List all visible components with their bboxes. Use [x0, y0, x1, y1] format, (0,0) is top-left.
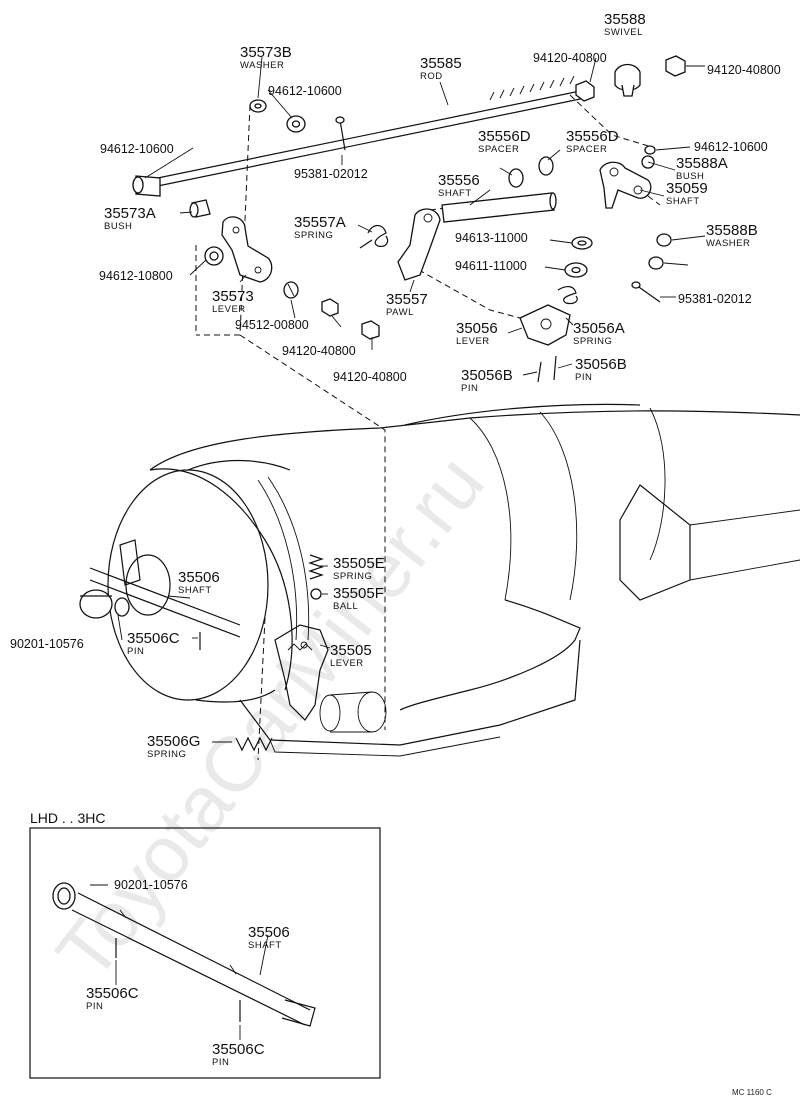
part-number-p94120_a: 94120-40800: [533, 51, 607, 65]
part-number-p35588: 35588: [604, 11, 646, 28]
part-name-p35059: SHAFT: [666, 196, 700, 207]
part-number-p35557A: 35557A: [294, 214, 346, 231]
part-name-p35556D_b: SPACER: [566, 144, 607, 155]
part-name-p35588B: WASHER: [706, 238, 750, 249]
part-name-p35505F: BALL: [333, 601, 358, 612]
part-number-p35588A: 35588A: [676, 155, 728, 172]
part-number-p35573: 35573: [212, 288, 254, 305]
transmission-case: [107, 403, 800, 757]
part-name-p35505: LEVER: [330, 658, 364, 669]
part-number-p35556D_a: 35556D: [478, 128, 531, 145]
part-name-p35506C: PIN: [127, 646, 144, 657]
part-number-p35056: 35056: [456, 320, 498, 337]
part-number-i90201: 90201-10576: [114, 878, 188, 892]
part-number-p94612_a: 94612-10600: [268, 84, 342, 98]
part-name-p35056A: SPRING: [573, 336, 612, 347]
part-number-p94512: 94512-00800: [235, 318, 309, 332]
callout-labels: 35588SWIVEL94120-4080094120-4080035573BW…: [10, 11, 781, 1068]
part-number-p35573B: 35573B: [240, 44, 292, 61]
figure-code: MC 1160 C: [732, 1088, 772, 1097]
part-name-p35588: SWIVEL: [604, 27, 643, 38]
part-number-p94120_d: 94120-40800: [333, 370, 407, 384]
part-number-p35585: 35585: [420, 55, 462, 72]
part-number-p35505: 35505: [330, 642, 372, 659]
part-name-p35056B_b: PIN: [575, 372, 592, 383]
part-name-p35557: PAWL: [386, 307, 414, 318]
part-name-p35056B_a: PIN: [461, 383, 478, 394]
part-number-p94611: 94611-11000: [455, 259, 527, 273]
part-name-p35573A: BUSH: [104, 221, 132, 232]
part-name-p35506G: SPRING: [147, 749, 186, 760]
part-number-i35506C_b: 35506C: [212, 1041, 265, 1058]
part-number-p95381_b: 95381-02012: [678, 292, 752, 306]
oil-seal-shape: [79, 589, 113, 619]
part-number-i35506C_a: 35506C: [86, 985, 139, 1002]
part-number-p35056A: 35056A: [573, 320, 625, 337]
part-number-p94120_b: 94120-40800: [707, 63, 781, 77]
part-number-p35505F: 35505F: [333, 585, 384, 602]
part-number-p35506C: 35506C: [127, 630, 180, 647]
part-name-p35556D_a: SPACER: [478, 144, 519, 155]
part-name-p35557A: SPRING: [294, 230, 333, 241]
part-name-p35573: LEVER: [212, 304, 246, 315]
inset-lhd-3hc: [29, 827, 381, 1079]
part-number-p35506: 35506: [178, 569, 220, 586]
part-name-p35585: ROD: [420, 71, 443, 82]
part-number-p35556D_b: 35556D: [566, 128, 619, 145]
part-number-p94612_b: 94612-10600: [100, 142, 174, 156]
part-number-p35573A: 35573A: [104, 205, 156, 222]
part-number-p35556: 35556: [438, 172, 480, 189]
part-name-p35573B: WASHER: [240, 60, 284, 71]
part-number-p94612_c: 94612-10600: [694, 140, 768, 154]
part-number-p90201: 90201-10576: [10, 637, 84, 651]
assembly-lines: [195, 94, 661, 761]
part-number-p94120_c: 94120-40800: [282, 344, 356, 358]
watermark: ToyotaCarMiner.ru: [39, 439, 501, 995]
part-number-p35505E: 35505E: [333, 555, 385, 572]
part-number-i35506: 35506: [248, 924, 290, 941]
leader-lines: [117, 56, 706, 743]
part-number-p94612_108: 94612-10800: [99, 269, 173, 283]
part-name-i35506: SHAFT: [248, 940, 282, 951]
part-name-p35505E: SPRING: [333, 571, 372, 582]
inset-title: LHD . . 3HC: [30, 810, 105, 826]
part-name-p35056: LEVER: [456, 336, 490, 347]
part-number-p35588B: 35588B: [706, 222, 758, 239]
part-number-p95381_a: 95381-02012: [294, 167, 368, 181]
part-number-p94613: 94613-11000: [455, 231, 528, 245]
part-number-p35059: 35059: [666, 180, 708, 197]
part-name-i35506C_a: PIN: [86, 1001, 103, 1012]
manual-shaft-assembly: [79, 539, 241, 638]
part-number-p35056B_a: 35056B: [461, 367, 513, 384]
part-number-p35557: 35557: [386, 291, 428, 308]
exploded-parts: [132, 55, 686, 752]
part-number-p35506G: 35506G: [147, 733, 200, 750]
part-name-p35556: SHAFT: [438, 188, 472, 199]
part-number-p35056B_b: 35056B: [575, 356, 627, 373]
part-name-i35506C_b: PIN: [212, 1057, 229, 1068]
part-name-p35506: SHAFT: [178, 585, 212, 596]
part-name-p35588A: BUSH: [676, 171, 704, 182]
